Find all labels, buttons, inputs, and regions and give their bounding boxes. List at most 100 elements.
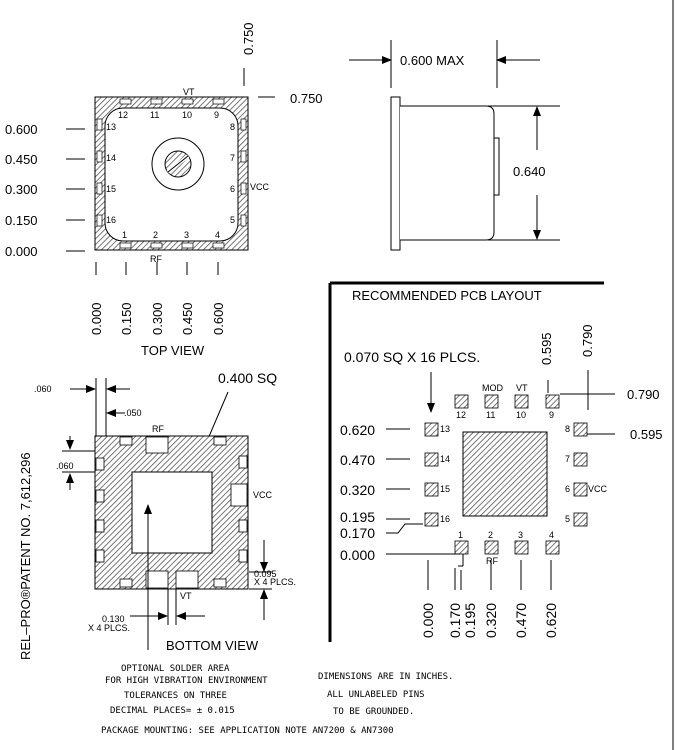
- pin-label: 4: [549, 530, 554, 540]
- pcb-dim-right: 0.595: [630, 427, 663, 442]
- pin-label: 15: [106, 184, 116, 194]
- x-tick-label: 0.150: [119, 302, 134, 335]
- side-view-width: 0.600 MAX: [400, 53, 465, 68]
- pin-label: 6: [565, 484, 570, 494]
- top-view-label-vt: VT: [183, 87, 195, 97]
- side-view-body: [400, 105, 495, 241]
- y-tick-label: 0.150: [5, 213, 38, 228]
- notes: OPTIONAL SOLDER AREA FOR HIGH VIBRATION …: [101, 664, 453, 736]
- pin-label: 12: [456, 410, 466, 420]
- patent-label: REL–PRO®PATENT NO. 7,612,296: [18, 452, 33, 660]
- dim-label: .060: [34, 384, 52, 394]
- pcb-label-vt: VT: [516, 383, 528, 393]
- pcb-y-tick: 0.000: [340, 547, 375, 563]
- note-solder: FOR HIGH VIBRATION ENVIRONMENT: [105, 676, 268, 686]
- pcb-x-tick: 0.620: [543, 603, 559, 638]
- pin-label: 6: [230, 184, 235, 194]
- y-tick-label: 0.450: [5, 152, 38, 167]
- pin-label: 14: [440, 454, 450, 464]
- pin-label: 5: [230, 215, 235, 225]
- pin-label: 14: [106, 153, 116, 163]
- top-view-label-vcc: VCC: [250, 182, 270, 192]
- top-view-label-rf: RF: [150, 254, 162, 264]
- pcb-label-rf: RF: [486, 556, 498, 566]
- bottom-view-label-rf: RF: [152, 424, 164, 434]
- x-tick-label: 0.300: [150, 302, 165, 335]
- pcb-y-tick: 0.320: [340, 482, 375, 498]
- pcb-y-tick: 0.620: [340, 422, 375, 438]
- x-tick-label: 0.000: [89, 302, 104, 335]
- note-tolerance: DECIMAL PLACES= ± 0.015: [110, 706, 235, 716]
- note-dimensions: DIMENSIONS ARE IN INCHES.: [318, 672, 453, 682]
- pad-note: 0.070 SQ X 16 PLCS.: [344, 349, 480, 365]
- pin-label: 2: [488, 530, 493, 540]
- pin-label: 1: [122, 230, 127, 240]
- pin-label: 8: [565, 424, 570, 434]
- pin-label: 3: [184, 230, 189, 240]
- pcb-x-tick: 0.195: [462, 603, 478, 638]
- pin-label: 15: [440, 484, 450, 494]
- pcb-layout: RECOMMENDED PCB LAYOUT 0.070 SQ X 16 PLC…: [328, 281, 663, 642]
- bottom-view: .060 .050 .060 0.400 SQ RF VT: [34, 370, 296, 653]
- note-pins: ALL UNLABELED PINS: [327, 690, 425, 700]
- pcb-label-mod: MOD: [482, 383, 503, 393]
- dim-label: 0.130: [102, 614, 125, 624]
- bottom-view-package: [94, 435, 249, 590]
- pcb-title: RECOMMENDED PCB LAYOUT: [352, 288, 542, 303]
- pcb-x-tick: 0.170: [447, 603, 463, 638]
- pcb-y-tick: 0.470: [340, 452, 375, 468]
- pin-label: 9: [214, 110, 219, 120]
- pin-label: 9: [549, 410, 554, 420]
- note-pins: TO BE GROUNDED.: [333, 707, 414, 717]
- center-pad: [462, 431, 548, 517]
- dim-label: X 4 PLCS.: [254, 577, 296, 587]
- pin-label: 7: [230, 153, 235, 163]
- pin-label: 11: [486, 410, 495, 420]
- dim-label: X 4 PLCS.: [88, 623, 130, 633]
- note-tolerance: TOLERANCES ON THREE: [124, 691, 227, 701]
- pin-label: 1: [458, 530, 463, 540]
- pcb-dim-top: 0.595: [539, 332, 554, 365]
- top-view: 0.750 0.750 VT RF VCC 12 11 10 9 1 2 3: [5, 22, 323, 358]
- pin-label: 3: [518, 530, 523, 540]
- note-solder: OPTIONAL SOLDER AREA: [121, 664, 230, 674]
- pin-label: 8: [230, 122, 235, 132]
- pin-label: 12: [118, 110, 128, 120]
- pcb-x-tick: 0.320: [483, 603, 499, 638]
- note-mounting: PACKAGE MOUNTING: SEE APPLICATION NOTE A…: [101, 726, 394, 736]
- pcb-dim-right: 0.790: [627, 387, 660, 402]
- dim-label: 0.095: [254, 569, 277, 579]
- dim-label: .050: [124, 408, 142, 418]
- pin-label: 4: [215, 230, 220, 240]
- bottom-view-label-vt: VT: [180, 591, 192, 601]
- pin-label: 7: [565, 454, 570, 464]
- pcb-y-tick: 0.195: [340, 509, 375, 525]
- bottom-view-label-vcc: VCC: [253, 490, 273, 500]
- top-view-title: TOP VIEW: [141, 343, 205, 358]
- side-view: 0.600 MAX 0.640: [349, 40, 560, 251]
- pin-label: 13: [440, 424, 450, 434]
- pin-label: 16: [106, 215, 116, 225]
- dim-label: .060: [56, 461, 74, 471]
- top-view-dim-top: 0.750: [241, 22, 256, 55]
- bottom-view-title: BOTTOM VIEW: [166, 638, 259, 653]
- pcb-label-vcc: VCC: [588, 484, 608, 494]
- pin-label: 13: [106, 122, 116, 132]
- x-tick-label: 0.600: [211, 302, 226, 335]
- pin-label: 10: [182, 110, 192, 120]
- pin-label: 10: [516, 410, 526, 420]
- pin-label: 2: [153, 230, 158, 240]
- y-tick-label: 0.600: [5, 122, 38, 137]
- pin-label: 11: [150, 110, 159, 120]
- solder-area: [131, 471, 213, 554]
- pin-label: 5: [565, 514, 570, 524]
- pcb-y-tick: 0.170: [340, 525, 375, 541]
- side-view-flange: [390, 96, 401, 251]
- pcb-dim-top: 0.790: [580, 324, 595, 357]
- side-view-height: 0.640: [513, 164, 546, 179]
- top-view-dim-right: 0.750: [290, 91, 323, 106]
- y-tick-label: 0.300: [5, 182, 38, 197]
- pcb-x-tick: 0.470: [513, 603, 529, 638]
- pin-label: 16: [440, 514, 450, 524]
